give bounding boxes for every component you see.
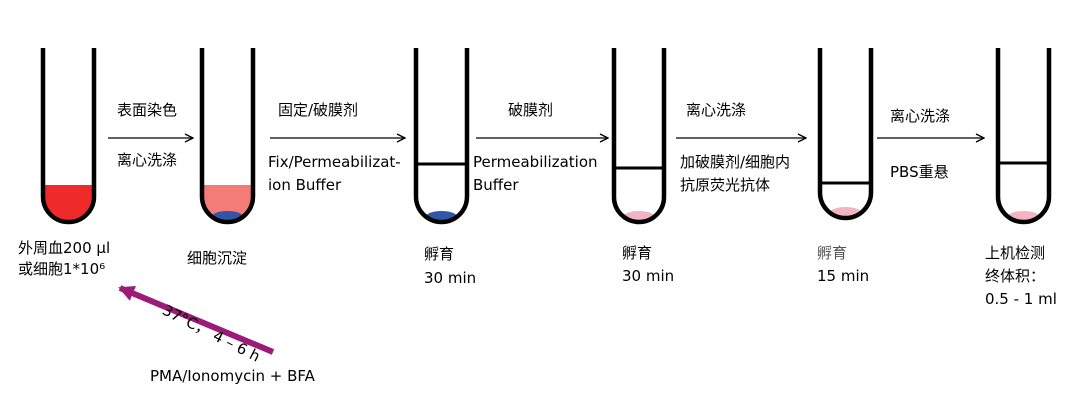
stimulation-arrow xyxy=(118,285,275,355)
step-3-below-label-line-1: Permeabilization xyxy=(473,153,598,171)
step-3-above-label: 破膜剂 xyxy=(508,101,554,119)
tube-6-caption-line-2: 终体积： xyxy=(985,267,1046,285)
tube-2-caption-line-1: 细胞沉淀 xyxy=(187,249,248,267)
tube-1 xyxy=(40,48,97,225)
tube-1-caption-line-2: 或细胞1*10⁶ xyxy=(18,260,106,278)
tube-1-caption-line-1: 外周血200 μl xyxy=(18,239,111,257)
step-5-above-label: 离心洗涤 xyxy=(890,107,951,125)
tube-5-pellet xyxy=(830,207,861,217)
step-1-above-label: 表面染色 xyxy=(117,101,178,119)
tube-2 xyxy=(199,48,256,225)
tube-4-caption-line-2: 30 min xyxy=(622,267,675,285)
tube-4-pellet xyxy=(624,211,654,221)
tube-6-caption-line-1: 上机检测 xyxy=(985,244,1046,262)
tube-5-caption-line-2: 15 min xyxy=(817,267,870,285)
step-2-above-label: 固定/破膜剂 xyxy=(278,101,359,119)
step-2-below-label-line-1: Fix/Permeabilizat- xyxy=(268,153,401,171)
tube-3-pellet xyxy=(426,211,457,221)
tube-5 xyxy=(817,48,874,221)
step-4-below-label-line-1: 加破膜剂/细胞内 xyxy=(680,153,791,171)
tube-2-liquid xyxy=(202,185,253,223)
tube-3-caption-line-2: 30 min xyxy=(424,269,477,287)
tube-2-pellet xyxy=(212,211,243,221)
step-4-below-label-line-2: 抗原荧光抗体 xyxy=(680,176,771,194)
tube-3-caption-line-1: 孵育 xyxy=(424,245,455,263)
tube-3 xyxy=(413,48,470,225)
step-2-below-label-line-2: ion Buffer xyxy=(268,176,342,194)
step-3-below-label-line-2: Buffer xyxy=(473,176,519,194)
tube-6-pellet xyxy=(1008,211,1039,221)
tube-4 xyxy=(611,48,667,225)
stimulation-reagents-label: PMA/Ionomycin + BFA xyxy=(150,367,315,385)
tube-1-liquid xyxy=(43,185,94,223)
tube-6 xyxy=(995,48,1052,225)
tube-5-caption-line-1: 孵育 xyxy=(817,244,848,262)
step-5-below-label: PBS重悬 xyxy=(890,163,949,181)
tube-4-caption-line-1: 孵育 xyxy=(622,244,653,262)
tube-6-caption-line-3: 0.5 - 1 ml xyxy=(985,290,1057,308)
step-1-below-label: 离心洗涤 xyxy=(117,151,178,169)
step-4-above-label: 离心洗涤 xyxy=(686,101,747,119)
